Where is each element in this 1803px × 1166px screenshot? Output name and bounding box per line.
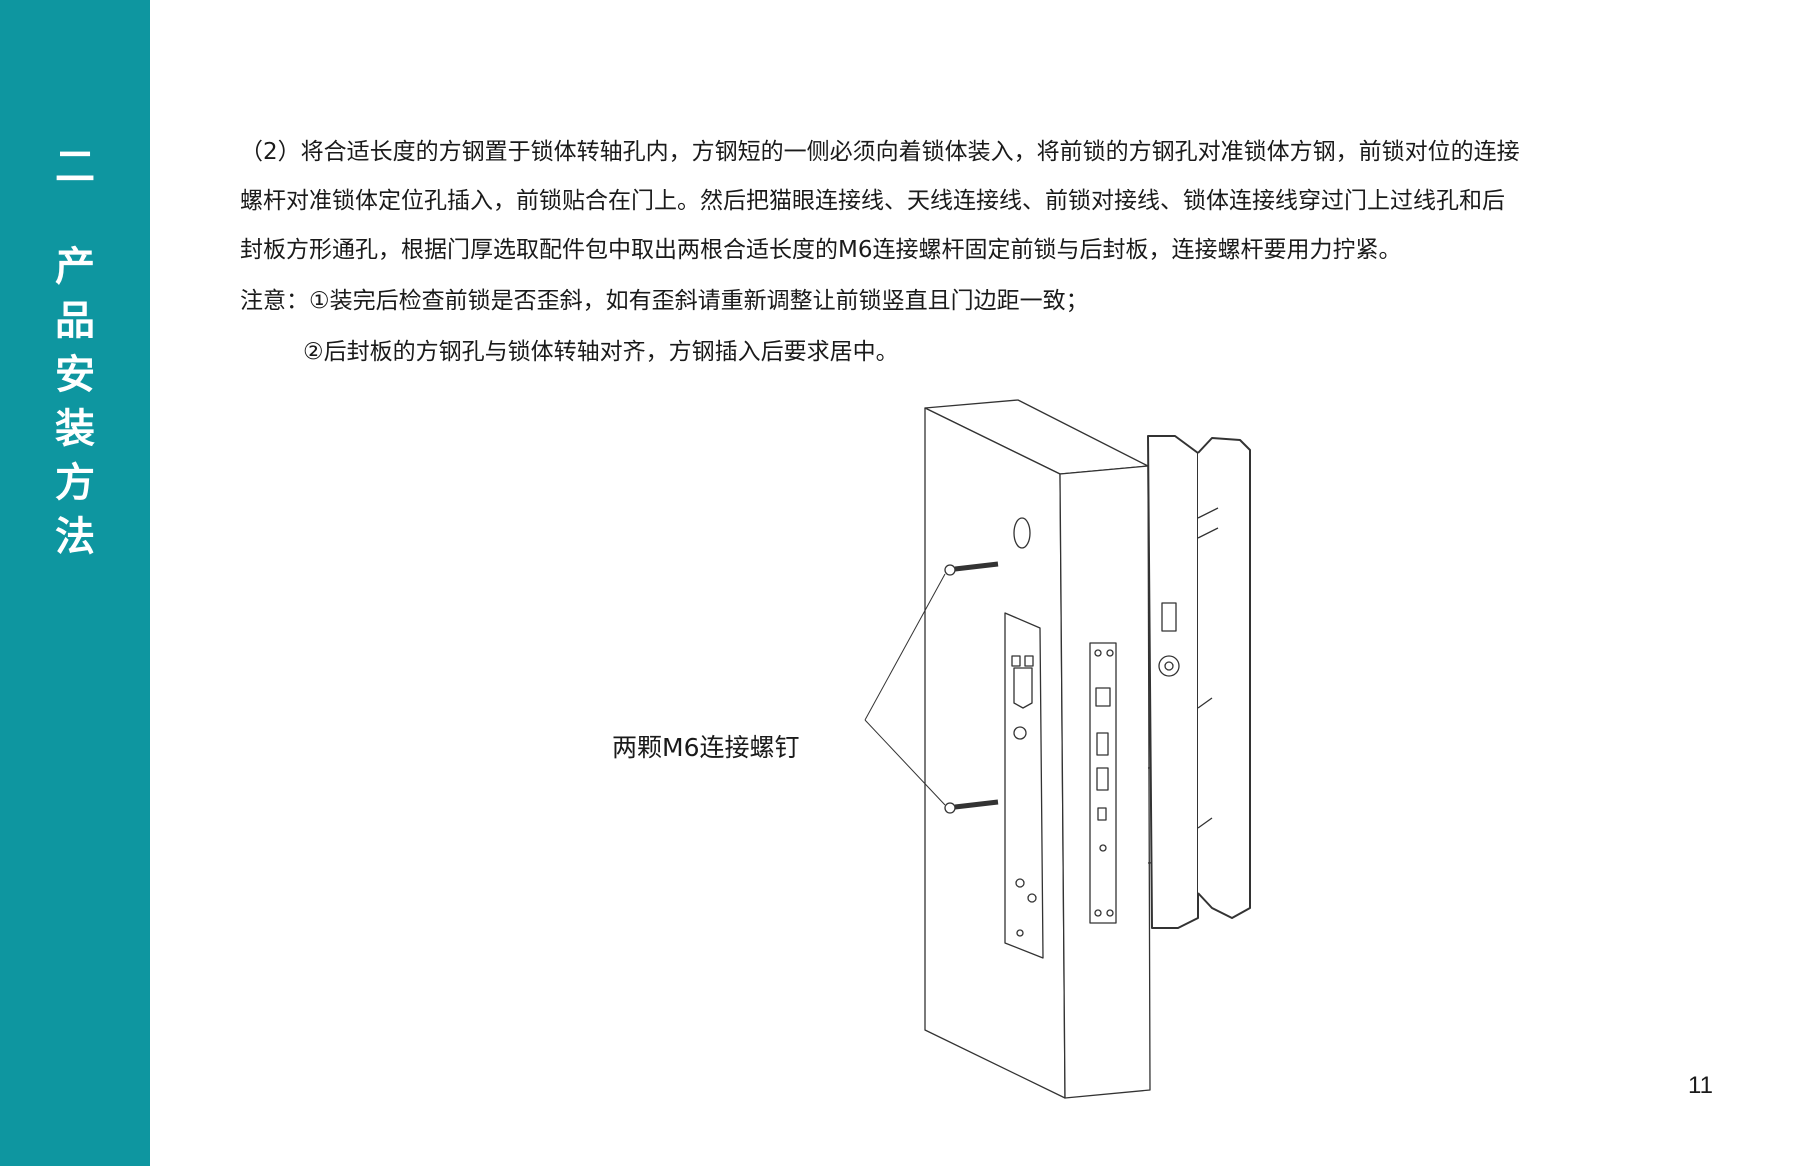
lock-installation-illustration <box>864 399 1251 1099</box>
chapter-title-char: 产 <box>55 244 95 290</box>
front-lock-handle <box>1197 437 1251 919</box>
chapter-title-char: 法 <box>55 514 95 560</box>
page-number: 11 <box>1688 1072 1713 1099</box>
chapter-sidebar <box>0 0 150 1166</box>
screw-top <box>944 561 999 576</box>
screw-bottom <box>944 799 999 814</box>
chapter-number: 二 <box>55 144 95 190</box>
instruction-text: （2）将合适长度的方钢置于锁体转轴孔内，方钢短的一侧必须向着锁体装入，将前锁的方… <box>240 128 1660 377</box>
chapter-title-char: 装 <box>55 406 95 452</box>
rear-back-plate <box>1004 612 1044 959</box>
note-line-1: 注意：①装完后检查前锁是否歪斜，如有歪斜请重新调整让前锁竖直且门边距一致； <box>240 288 1089 314</box>
chapter-title-char: 方 <box>55 460 95 506</box>
front-lock-plate <box>1147 435 1199 929</box>
chapter-title-char: 安 <box>55 352 95 398</box>
mortise-plate <box>1089 642 1117 924</box>
chapter-title-char: 品 <box>55 298 95 344</box>
door-side-face <box>924 407 1066 1099</box>
step-paragraph-line: 封板方形通孔，根据门厚选取配件包中取出两根合适长度的M6连接螺杆固定前锁与后封板… <box>240 237 1402 263</box>
chapter-heading: 二 产 品 安 装 方 法 <box>0 140 150 564</box>
callout-line-bottom <box>864 719 946 806</box>
screw-callout-label: 两颗M6连接螺钉 <box>612 733 800 762</box>
step-paragraph-line: （2）将合适长度的方钢置于锁体转轴孔内，方钢短的一侧必须向着锁体装入，将前锁的方… <box>240 139 1520 165</box>
door-hole <box>1013 517 1031 549</box>
step-paragraph-line: 螺杆对准锁体定位孔插入，前锁贴合在门上。然后把猫眼连接线、天线连接线、前锁对接线… <box>240 188 1505 214</box>
callout-line-top <box>864 573 946 721</box>
note-line-2: ②后封板的方钢孔与锁体转轴对齐，方钢插入后要求居中。 <box>303 339 899 365</box>
